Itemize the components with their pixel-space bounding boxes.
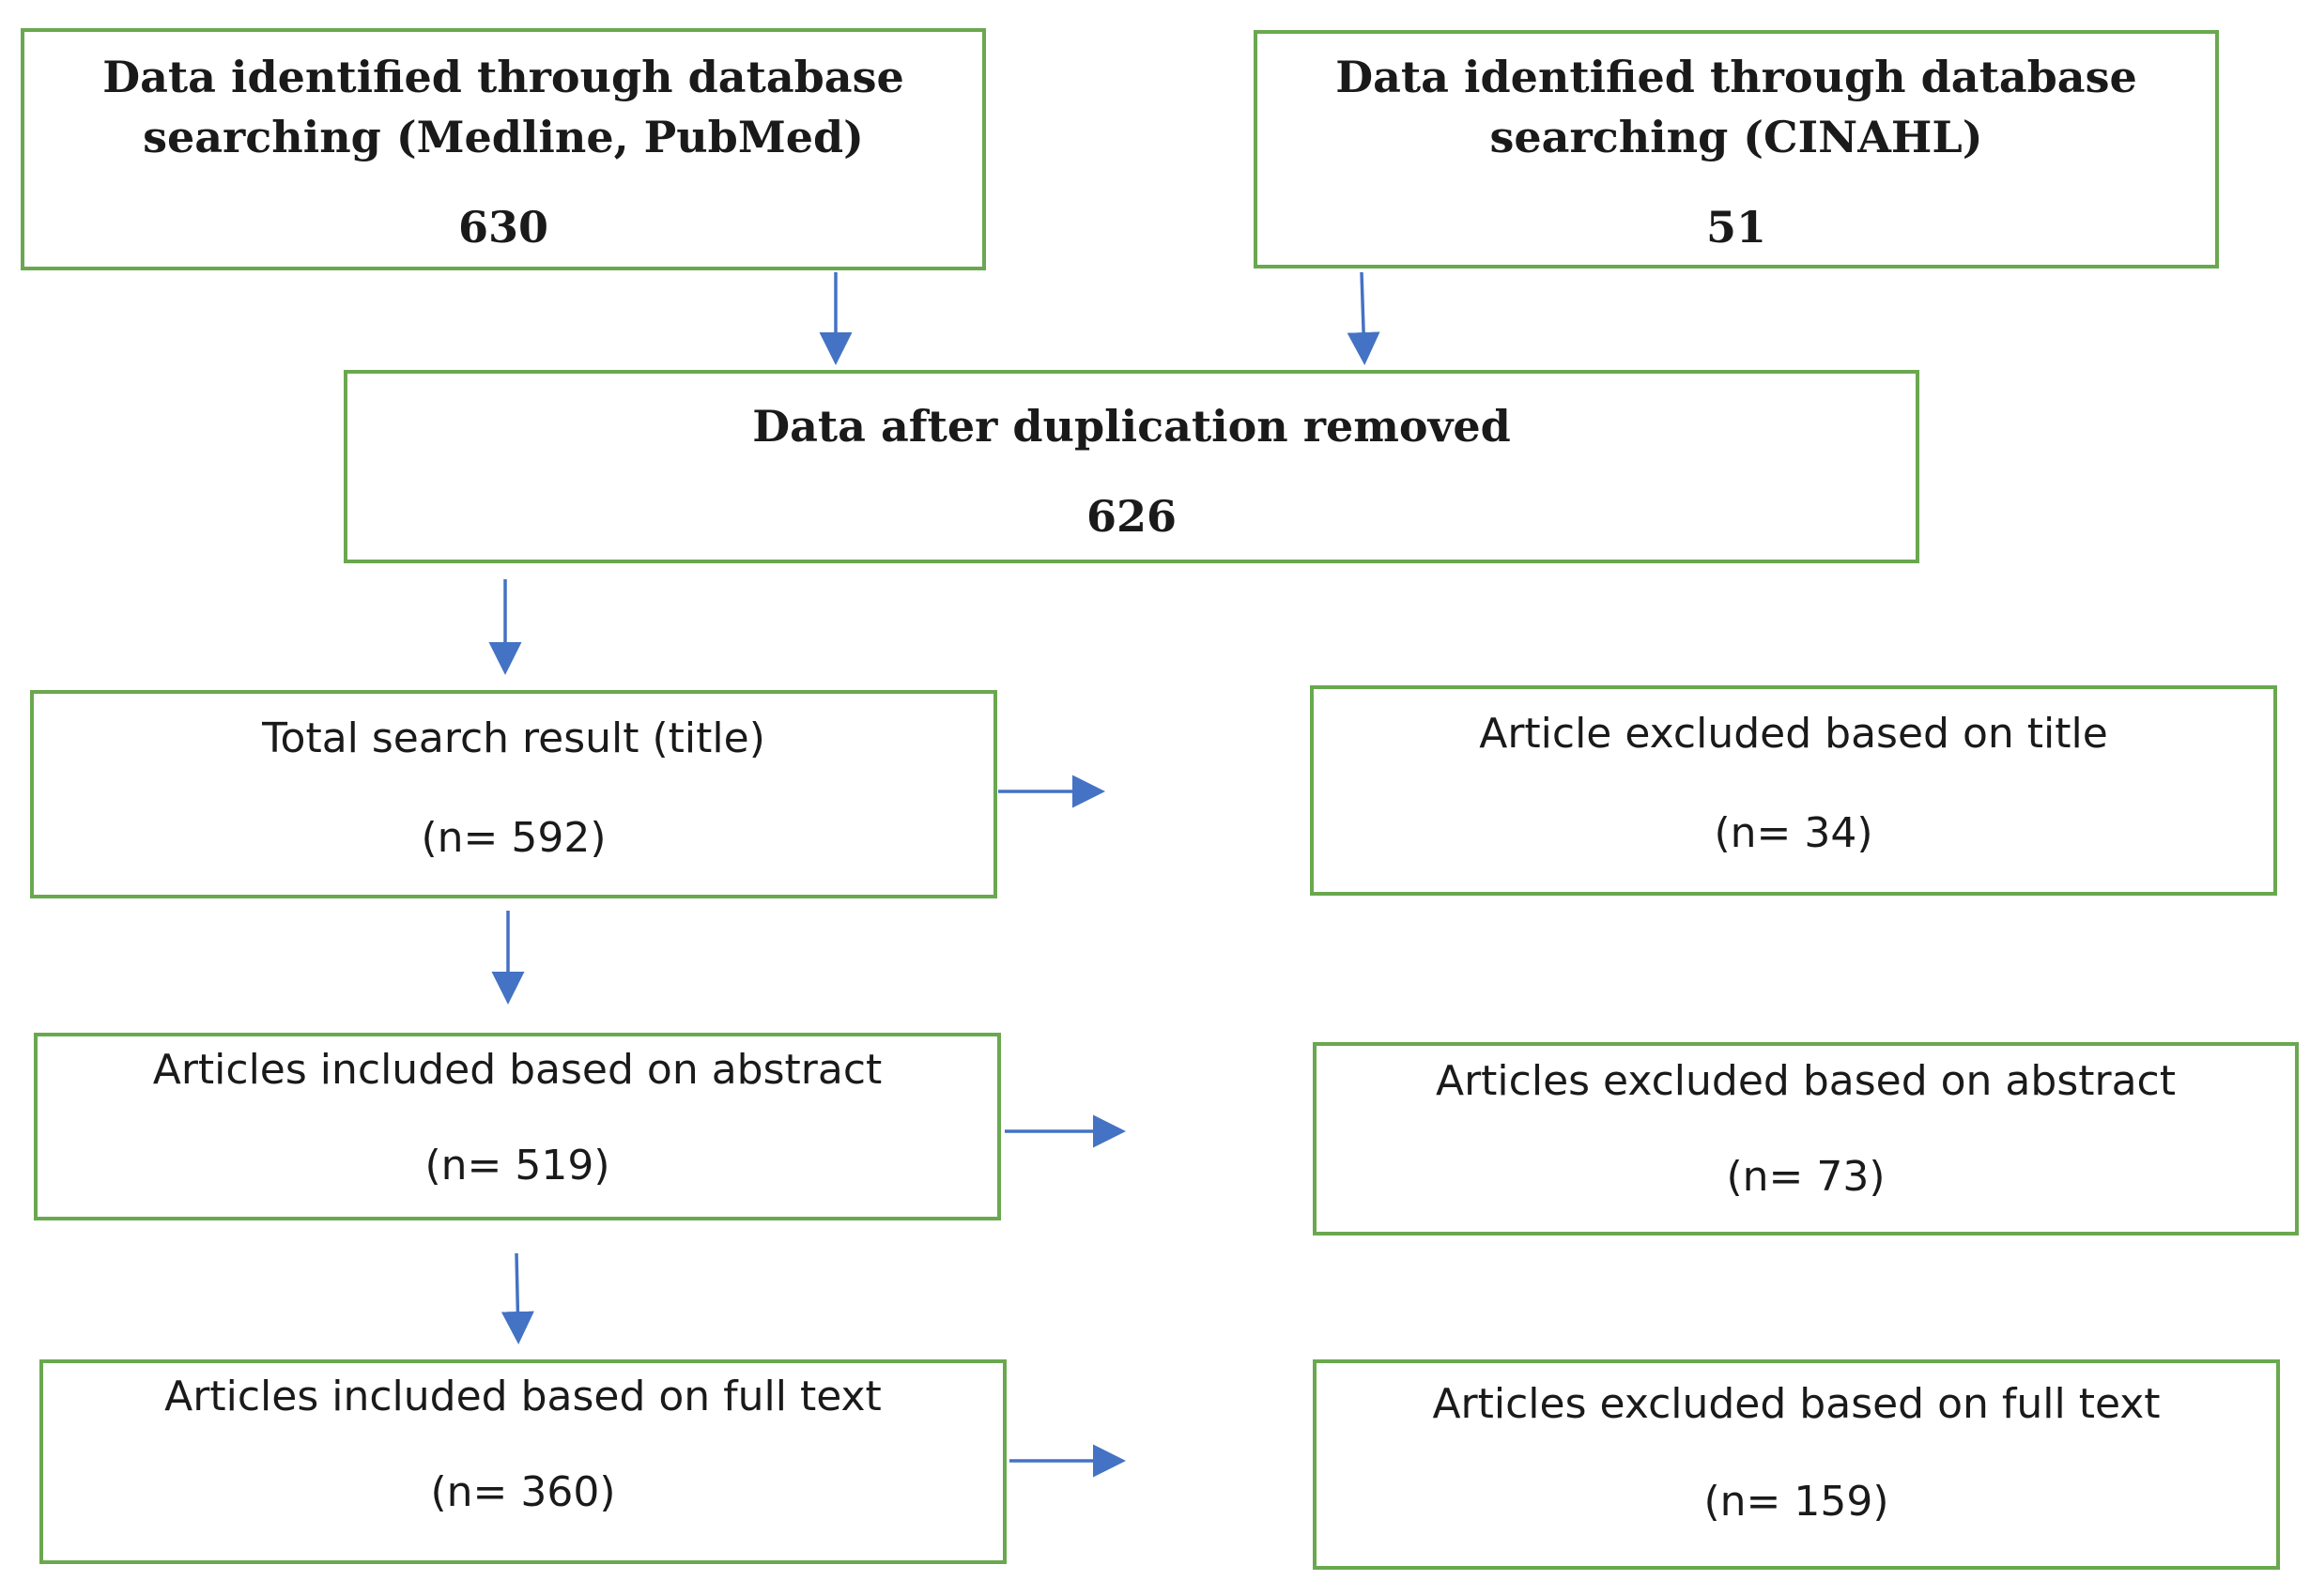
box-count: (n= 592) (421, 814, 607, 862)
box-count: (n= 34) (1714, 809, 1873, 857)
box-count: 630 (457, 202, 549, 253)
arrow-abstract-to-fulltext (500, 1252, 534, 1344)
box-label: Total search result (title) (262, 714, 765, 762)
box-medline-pubmed: Data identified through database searchi… (21, 28, 986, 270)
box-fulltext-excluded: Articles excluded based on full text (n=… (1313, 1359, 2280, 1570)
box-label: Articles excluded based on full text (1432, 1380, 2161, 1428)
box-count: (n= 519) (424, 1142, 610, 1189)
box-label: searching (Medline, PubMed) (143, 112, 864, 162)
box-abstract-excluded: Articles excluded based on abstract (n= … (1313, 1042, 2299, 1235)
arrow-cinahl-to-dedup (1347, 271, 1380, 365)
box-count: 51 (1705, 202, 1766, 253)
box-count: (n= 159) (1703, 1478, 1889, 1526)
box-cinahl: Data identified through database searchi… (1254, 30, 2219, 269)
box-title-excluded: Article excluded based on title (n= 34) (1310, 685, 2277, 896)
box-count: 626 (1086, 491, 1178, 542)
box-fulltext-included: Articles included based on full text (n=… (39, 1359, 1007, 1564)
box-count: (n= 360) (430, 1468, 616, 1516)
box-label: Articles included based on full text (164, 1373, 882, 1420)
box-abstract-included: Articles included based on abstract (n= … (34, 1033, 1001, 1220)
box-title-screening: Total search result (title) (n= 592) (30, 690, 997, 898)
box-label: Data after duplication removed (752, 401, 1511, 452)
box-label: Article excluded based on title (1479, 710, 2108, 758)
box-label: Data identified through database (1335, 52, 2137, 102)
box-label: Data identified through database (102, 52, 904, 102)
box-count: (n= 73) (1726, 1153, 1886, 1201)
box-label: Articles included based on abstract (152, 1046, 883, 1094)
box-deduplicated: Data after duplication removed 626 (344, 370, 1919, 563)
box-label: Articles excluded based on abstract (1435, 1057, 2176, 1105)
box-label: searching (CINAHL) (1489, 112, 1983, 162)
